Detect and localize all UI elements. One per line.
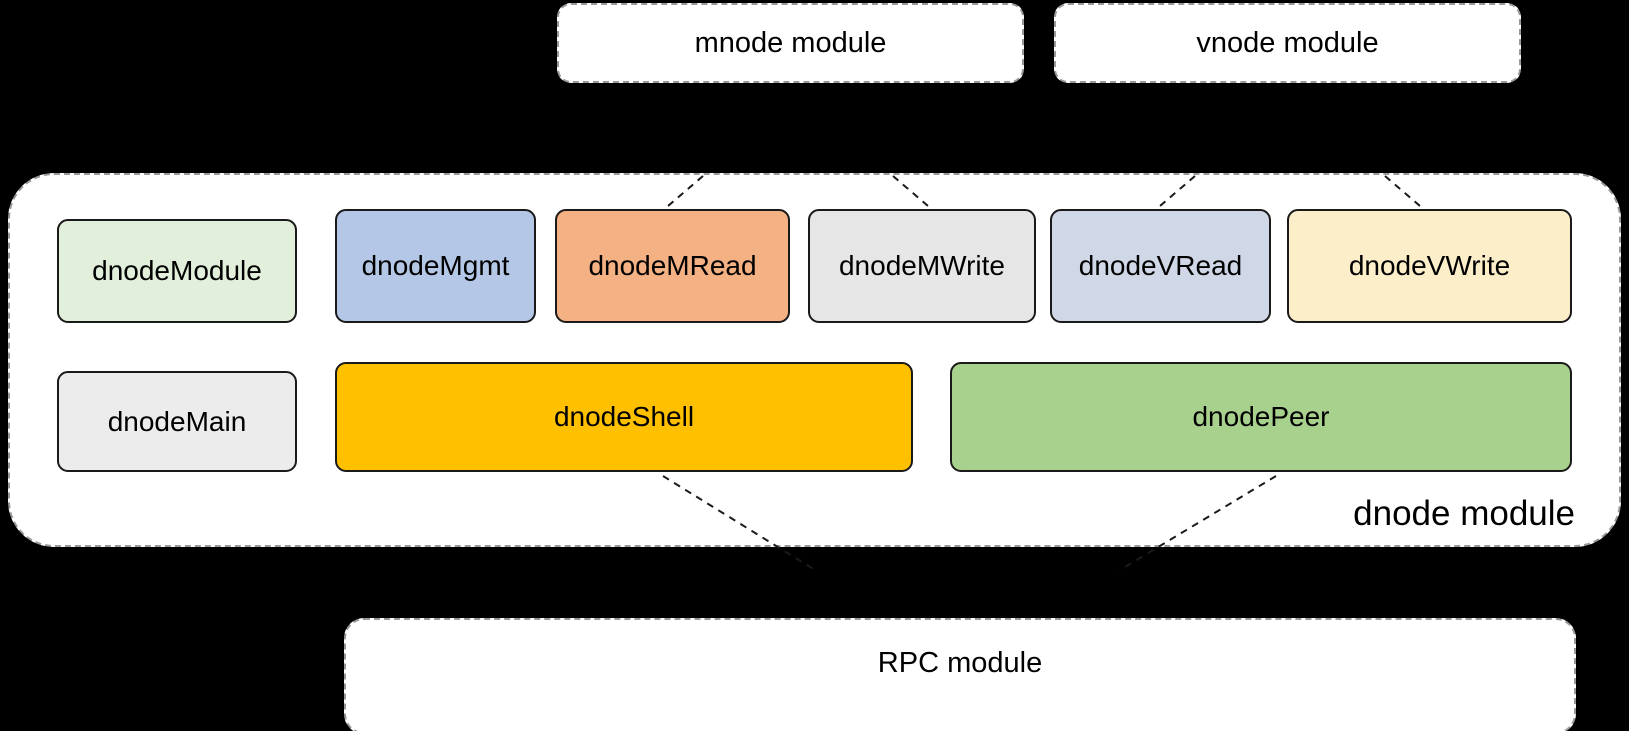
- node-box-dnodemodule[interactable]: dnodeModule: [57, 219, 297, 323]
- node-box-dnodeshell[interactable]: dnodeShell: [335, 362, 913, 472]
- node-box-dnodemwrite[interactable]: dnodeMWrite: [808, 209, 1036, 323]
- node-box-dnodevread[interactable]: dnodeVRead: [1050, 209, 1271, 323]
- mnode-module-label: mnode module: [694, 26, 887, 59]
- node-box-label: dnodeModule: [92, 255, 262, 286]
- vnode-module-box[interactable]: vnode module: [1054, 3, 1521, 83]
- node-box-label: dnodeMWrite: [838, 250, 1005, 281]
- node-box-dnodepeer[interactable]: dnodePeer: [950, 362, 1572, 472]
- dnode-module-label: dnode module: [1353, 494, 1575, 533]
- rpc-module-label: RPC module: [877, 647, 1043, 679]
- mnode-module-box[interactable]: mnode module: [557, 3, 1024, 83]
- vnode-module-label: vnode module: [1196, 26, 1379, 59]
- node-box-dnodemain[interactable]: dnodeMain: [57, 371, 297, 472]
- node-box-dnodemgmt[interactable]: dnodeMgmt: [335, 209, 536, 323]
- node-box-label: dnodeMain: [107, 405, 247, 437]
- node-box-dnodevwrite[interactable]: dnodeVWrite: [1287, 209, 1572, 323]
- node-box-label: dnodeShell: [553, 401, 695, 432]
- node-box-label: dnodeVWrite: [1348, 250, 1511, 281]
- node-box-dnodemread[interactable]: dnodeMRead: [555, 209, 790, 323]
- node-box-label: dnodeMgmt: [361, 250, 510, 281]
- node-box-label: dnodePeer: [1192, 401, 1330, 432]
- rpc-module-box[interactable]: RPC module: [344, 618, 1576, 731]
- node-box-label: dnodeMRead: [588, 250, 757, 281]
- node-box-label: dnodeVRead: [1078, 250, 1243, 281]
